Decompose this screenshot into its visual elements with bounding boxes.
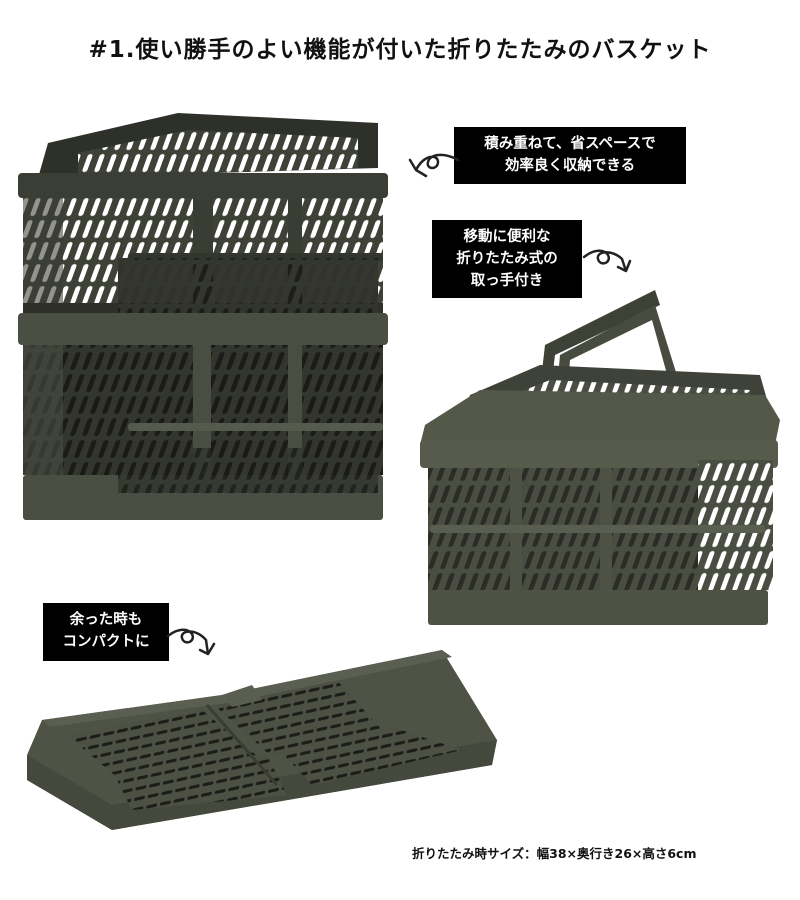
callout-stack: 積み重ねて、省スペースで 効率良く収納できる xyxy=(454,127,686,184)
stacked-baskets-image xyxy=(18,113,388,520)
callout-compact-line-2: コンパクトに xyxy=(62,634,150,650)
callout-stack-line-1: 積み重ねて、省スペースで xyxy=(484,136,656,152)
curly-arrow-down-right-icon xyxy=(582,249,632,273)
basket-with-handle-image xyxy=(420,290,780,625)
curly-arrow-left-icon xyxy=(408,153,460,178)
page-title: #1.使い勝手のよい機能が付いた折りたたみのバスケット xyxy=(88,37,712,63)
callout-compact: 余った時も コンパクトに xyxy=(43,603,169,661)
curly-arrow-down-right-icon xyxy=(166,628,216,656)
callout-handle: 移動に便利な 折りたたみ式の 取っ手付き xyxy=(432,220,582,298)
callout-handle-line-3: 取っ手付き xyxy=(470,273,544,289)
callout-handle-line-1: 移動に便利な xyxy=(463,229,551,245)
folded-basket-image xyxy=(27,650,497,830)
folded-size-note: 折りたたみ時サイズ：幅38×奥行き26×高さ6cm xyxy=(412,846,697,861)
callout-handle-line-2: 折りたたみ式の xyxy=(456,251,558,267)
callout-compact-line-1: 余った時も xyxy=(69,612,143,628)
callout-stack-line-2: 効率良く収納できる xyxy=(504,158,636,174)
